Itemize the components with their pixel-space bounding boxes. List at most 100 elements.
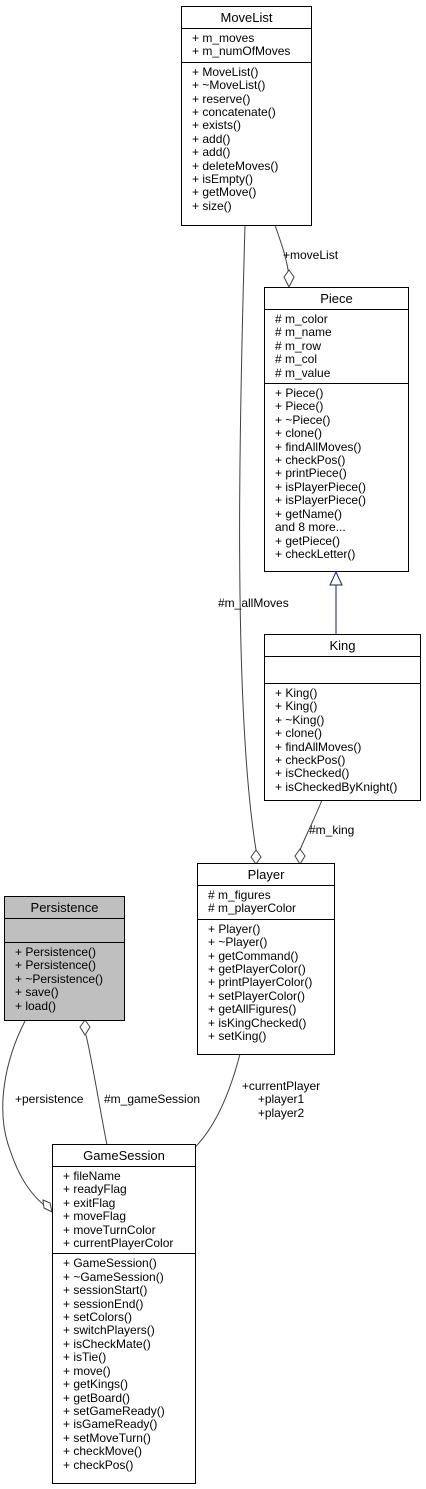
- class-member: + deleteMoves(): [192, 158, 279, 173]
- class-member: + currentPlayerColor: [63, 1236, 174, 1251]
- class-member: + isKingChecked(): [208, 1015, 307, 1030]
- class-member: + ~GameSession(): [63, 1269, 164, 1284]
- class-member: + isTie(): [63, 1350, 107, 1365]
- class-member: + getPlayerColor(): [208, 962, 306, 977]
- class-member: + concatenate(): [192, 105, 276, 120]
- class-member: + reserve(): [192, 91, 251, 106]
- class-member: # m_col: [275, 352, 318, 367]
- class-member: + size(): [192, 198, 232, 213]
- class-piece-methods: + Piece()+ Piece()+ ~Piece()+ clone()+ f…: [265, 384, 408, 564]
- class-piece-attributes: # m_color# m_name# m_row# m_col# m_value: [265, 310, 408, 385]
- class-gamesession-methods: + GameSession()+ ~GameSession()+ session…: [53, 1254, 195, 1475]
- class-member: + Piece(): [275, 386, 324, 401]
- class-member: + move(): [63, 1363, 111, 1378]
- class-member: + getBoard(): [63, 1390, 131, 1405]
- class-persistence[interactable]: Persistence + Persistence()+ Persistence…: [4, 896, 125, 1021]
- class-member: + isPlayerPiece(): [275, 479, 367, 494]
- class-member: + Persistence(): [15, 945, 97, 959]
- class-member: + King(): [275, 686, 318, 700]
- class-member: + sessionStart(): [63, 1283, 148, 1298]
- class-member: + isGameReady(): [63, 1417, 158, 1432]
- class-movelist[interactable]: MoveList + m_moves+ m_numOfMoves + MoveL…: [181, 6, 312, 226]
- class-member: + setColors(): [63, 1310, 133, 1325]
- class-king[interactable]: King + King()+ King()+ ~King()+ clone()+…: [264, 634, 421, 801]
- class-member: + fileName: [63, 1169, 121, 1183]
- edge-label-m-gamesession: #m_gameSession: [104, 1092, 201, 1106]
- edge-persistence-gamesession-left: [2, 1020, 45, 1206]
- class-piece[interactable]: Piece # m_color# m_name# m_row# m_col# m…: [264, 287, 409, 572]
- class-member: + findAllMoves(): [275, 739, 362, 754]
- class-member: + checkPos(): [275, 453, 346, 468]
- class-gamesession-title: GameSession: [53, 1145, 195, 1167]
- class-gamesession-attributes: + fileName+ readyFlag+ exitFlag+ moveFla…: [53, 1167, 195, 1255]
- class-king-title: King: [265, 635, 420, 657]
- class-gamesession[interactable]: GameSession + fileName+ readyFlag+ exitF…: [52, 1144, 196, 1484]
- class-member: + getName(): [275, 506, 343, 521]
- class-player-title: Player: [198, 864, 334, 886]
- class-member: + m_numOfMoves: [192, 44, 291, 59]
- class-member: + getPiece(): [275, 533, 341, 548]
- class-member: + clone(): [275, 426, 323, 441]
- class-member: + printPlayerColor(): [208, 975, 313, 990]
- class-member: + isChecked(): [275, 766, 350, 781]
- class-member: + checkLetter(): [275, 546, 356, 561]
- edge-king-player: [299, 799, 323, 851]
- edge-label-player1: +player1: [257, 1092, 305, 1107]
- edge-label-current-player: +currentPlayer: [241, 1079, 321, 1093]
- class-member: + King(): [275, 699, 318, 714]
- class-player[interactable]: Player # m_figures# m_playerColor + Play…: [197, 863, 335, 1055]
- class-member: + Piece(): [275, 399, 324, 414]
- edge-label-movelist-piece: +moveList: [283, 248, 339, 262]
- class-member: + readyFlag: [63, 1182, 127, 1197]
- class-member: + add(): [192, 145, 231, 160]
- class-member: + load(): [15, 998, 57, 1013]
- class-member: + isCheckedByKnight(): [275, 779, 398, 794]
- class-member: + setPlayerColor(): [208, 988, 306, 1003]
- class-member: + printPiece(): [275, 466, 347, 481]
- edge-label-movelist-player: #m_allMoves: [218, 596, 289, 610]
- class-member: + ~Piece(): [275, 412, 331, 427]
- class-member: + ~Persistence(): [15, 971, 104, 986]
- edge-label-player2: +player2: [257, 1105, 305, 1120]
- class-member: + setKing(): [208, 1029, 267, 1044]
- class-member: + checkMove(): [63, 1444, 143, 1459]
- class-member: + Player(): [208, 921, 261, 936]
- class-member: + GameSession(): [63, 1256, 157, 1271]
- edge-label-persistence: +persistence: [15, 1092, 84, 1106]
- class-member: + findAllMoves(): [275, 439, 362, 454]
- class-member: + setGameReady(): [63, 1403, 165, 1418]
- class-player-attributes: # m_figures# m_playerColor: [198, 886, 334, 920]
- edge-movelist-player: [239, 224, 257, 851]
- class-member: # m_row: [275, 338, 322, 353]
- edge-label-player-gamesession: +currentPlayer +player1 +player2: [231, 1079, 331, 1120]
- class-member: + getCommand(): [208, 948, 299, 963]
- class-member: # m_color: [275, 312, 328, 326]
- class-movelist-title: MoveList: [182, 7, 311, 29]
- class-member: + ~King(): [275, 712, 325, 727]
- edge-movelist-piece: [274, 224, 290, 276]
- class-member: + isCheckMate(): [63, 1336, 151, 1351]
- aggregation-diamond-player-right: [294, 848, 306, 865]
- class-persistence-attributes: [5, 919, 124, 943]
- class-member: + clone(): [275, 726, 323, 741]
- class-member: + add(): [192, 131, 231, 146]
- class-member: + MoveList(): [192, 64, 259, 79]
- class-member: and 8 more...: [275, 520, 346, 535]
- class-member: + setMoveTurn(): [63, 1430, 151, 1445]
- class-movelist-methods: + MoveList()+ ~MoveList()+ reserve()+ co…: [182, 63, 311, 216]
- class-member: + m_moves: [192, 31, 255, 45]
- class-member: + switchPlayers(): [63, 1323, 155, 1338]
- class-king-methods: + King()+ King()+ ~King()+ clone()+ find…: [265, 684, 420, 797]
- class-member: + exists(): [192, 118, 242, 133]
- class-member: + getMove(): [192, 185, 257, 200]
- class-member: + isPlayerPiece(): [275, 493, 367, 508]
- class-member: # m_figures: [208, 888, 271, 902]
- inheritance-arrow: [329, 570, 343, 586]
- class-member: + sessionEnd(): [63, 1296, 144, 1311]
- class-persistence-title: Persistence: [5, 897, 124, 919]
- class-member: + moveFlag: [63, 1209, 127, 1224]
- class-member: + ~Player(): [208, 935, 268, 950]
- aggregation-diamond-gamesession-left: [42, 1199, 53, 1213]
- class-movelist-attributes: + m_moves+ m_numOfMoves: [182, 29, 311, 63]
- aggregation-diamond-persistence: [79, 1019, 91, 1036]
